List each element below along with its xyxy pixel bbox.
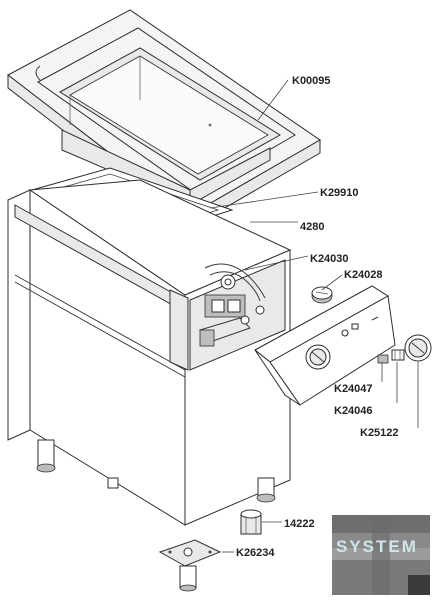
part-label-k24046: K24046 (334, 405, 373, 417)
part-label-4280: 4280 (300, 221, 324, 233)
part-label-k25122: K25122 (360, 427, 399, 439)
foot-nut-14222 (240, 509, 262, 535)
fittings (377, 349, 405, 364)
part-label-k00095: K00095 (292, 75, 331, 87)
part-label-k29910: K29910 (320, 187, 359, 199)
system-logo-text: SYSTEM (336, 537, 418, 556)
knob-k25122 (404, 334, 432, 362)
part-label-k24028: K24028 (344, 269, 383, 281)
legs (36, 439, 276, 503)
part-label-14222: 14222 (284, 518, 315, 530)
part-label-k26234: K26234 (236, 547, 275, 559)
foot-plate-k26234 (158, 539, 222, 592)
burner-assembly (199, 263, 266, 347)
system-logo: SYSTEM (332, 515, 430, 595)
knob-k24028 (311, 286, 333, 304)
cabinet-body (7, 179, 292, 526)
part-label-k24047: K24047 (334, 383, 373, 395)
control-panel (254, 285, 396, 406)
part-label-k24030: K24030 (310, 253, 349, 265)
leader-lines (209, 79, 419, 553)
